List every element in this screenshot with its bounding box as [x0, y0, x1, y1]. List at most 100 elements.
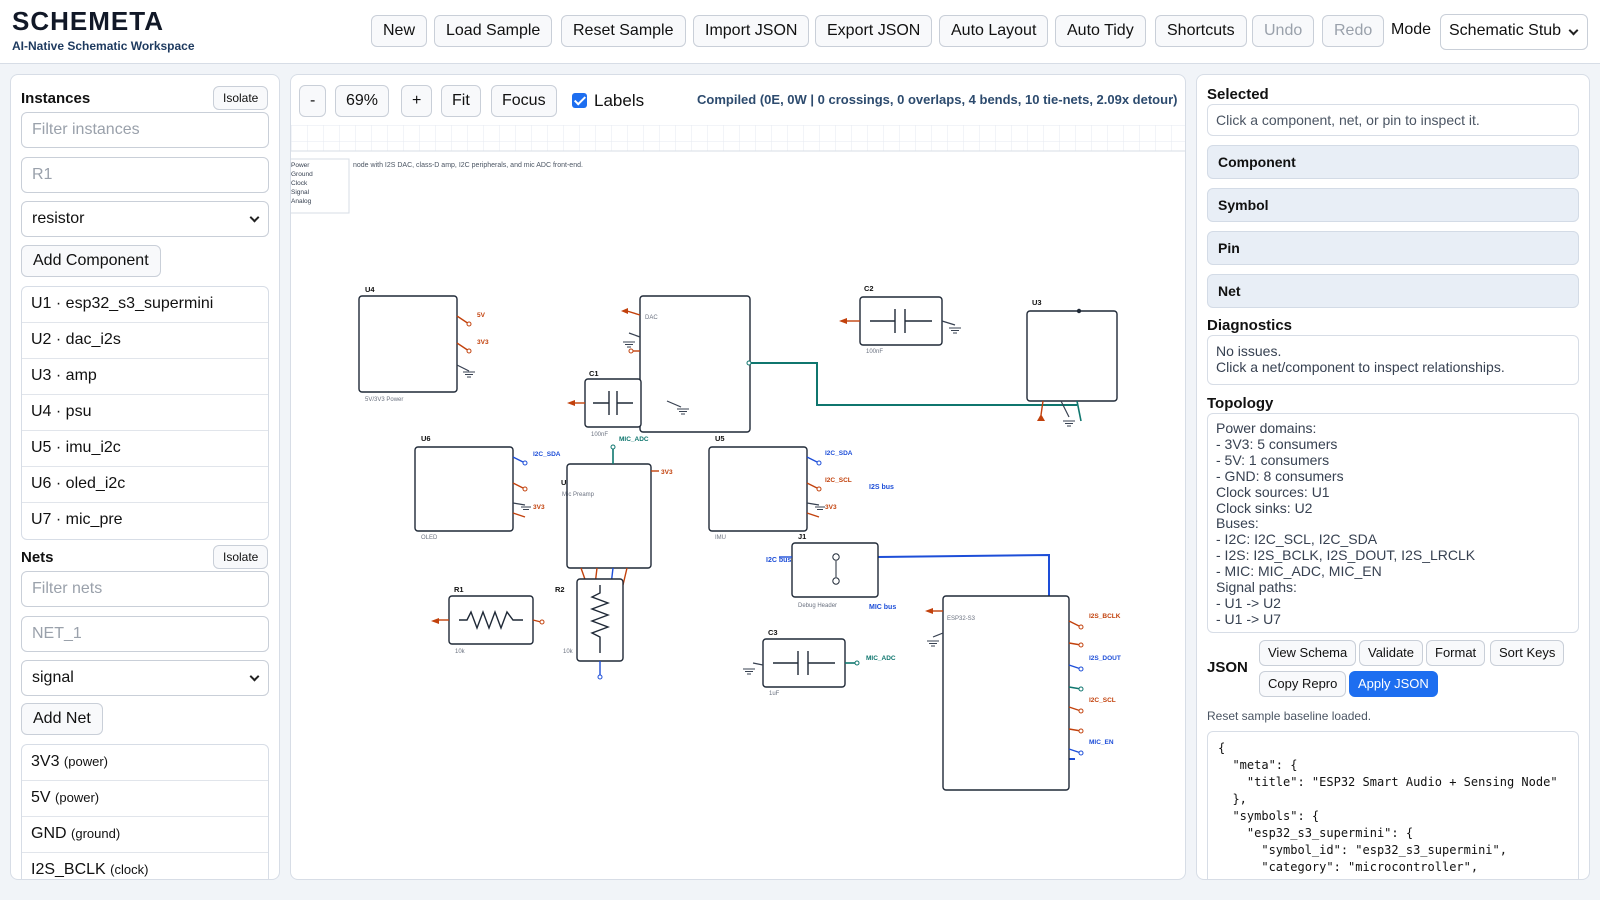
zoom-in-button[interactable]: + — [401, 85, 433, 117]
isolate-nets-button[interactable]: Isolate — [213, 545, 269, 569]
diagnostics-title: Diagnostics — [1207, 317, 1293, 334]
instance-item[interactable]: U3 · amp — [22, 359, 268, 395]
app-title: SCHEMETA — [12, 6, 164, 36]
u1-mic-en-label: MIC_EN — [1089, 739, 1114, 746]
symbol-section[interactable]: Symbol — [1207, 188, 1579, 222]
j1-value: Debug Header — [798, 603, 837, 609]
net-type-select[interactable]: signal — [21, 660, 269, 696]
load-sample-button[interactable]: Load Sample — [434, 15, 553, 47]
net-item[interactable]: 5V (power) — [22, 781, 268, 817]
undo-button[interactable]: Undo — [1252, 15, 1315, 47]
topology-line: - U1 -> U7 — [1216, 610, 1281, 627]
mode-select-value: Schematic Stub — [1449, 22, 1562, 39]
sort-keys-button[interactable]: Sort Keys — [1490, 640, 1565, 666]
validate-button[interactable]: Validate — [1359, 640, 1424, 666]
instance-item[interactable]: U1 · esp32_s3_supermini — [22, 287, 268, 323]
legend-analog: Analog — [291, 198, 312, 205]
u4-body[interactable] — [358, 295, 458, 393]
topology-line: - MIC: MIC_ADC, MIC_EN — [1216, 563, 1382, 580]
u1-i2s-dout-label: I2S_DOUT — [1089, 655, 1121, 662]
pin-section[interactable]: Pin — [1207, 231, 1579, 265]
instance-item[interactable]: U4 · psu — [22, 395, 268, 431]
legend-ground: Ground — [291, 171, 313, 178]
u3-body[interactable] — [1026, 310, 1118, 402]
u7-ref: U7 — [561, 478, 571, 487]
net-item[interactable]: 3V3 (power) — [22, 745, 268, 781]
u4-5v-label: 5V — [477, 312, 486, 319]
shortcuts-button[interactable]: Shortcuts — [1155, 15, 1247, 47]
copy-repro-button[interactable]: Copy Repro — [1259, 671, 1347, 697]
topology-line: Clock sinks: U2 — [1216, 499, 1313, 516]
net-section[interactable]: Net — [1207, 274, 1579, 308]
add-component-button[interactable]: Add Component — [21, 245, 161, 277]
u1-body[interactable] — [942, 595, 1070, 791]
import-json-button[interactable]: Import JSON — [693, 15, 810, 47]
export-json-button[interactable]: Export JSON — [815, 15, 933, 47]
mode-select[interactable]: Schematic Stub — [1440, 14, 1588, 50]
redo-button[interactable]: Redo — [1322, 15, 1385, 47]
new-button[interactable]: New — [371, 15, 428, 47]
focus-button[interactable]: Focus — [491, 85, 557, 117]
filter-instances-input[interactable]: Filter instances — [21, 112, 269, 148]
schematic-canvas[interactable]: Power Ground Clock Signal Analog node wi… — [291, 125, 1186, 880]
u5-body[interactable] — [708, 446, 808, 532]
json-editor[interactable]: { "meta": { "title": "ESP32 Smart Audio … — [1207, 731, 1579, 879]
topology-line: Buses: — [1216, 515, 1259, 532]
instance-item[interactable]: U5 · imu_i2c — [22, 431, 268, 467]
instance-ref-input[interactable]: R1 — [21, 157, 269, 193]
format-button[interactable]: Format — [1426, 640, 1486, 666]
u1-i2s-bclk-label: I2S_BCLK — [1089, 613, 1121, 620]
reset-sample-button[interactable]: Reset Sample — [561, 15, 686, 47]
u2-value: DAC — [645, 315, 658, 321]
apply-json-button[interactable]: Apply JSON — [1349, 671, 1438, 697]
instances-title: Instances — [21, 90, 91, 107]
topology-title: Topology — [1207, 395, 1274, 412]
diagnostics-box: No issues. Click a net/component to insp… — [1207, 335, 1579, 385]
labels-checkbox[interactable] — [572, 93, 587, 108]
legend-signal: Signal — [291, 189, 310, 196]
zoom-out-button[interactable]: - — [299, 85, 327, 117]
compile-status: Compiled (0E, 0W | 0 crossings, 0 overla… — [697, 92, 1178, 107]
c1-value: 100nF — [591, 432, 608, 438]
topology-line: - GND: 8 consumers — [1216, 467, 1344, 484]
component-type-select[interactable]: resistor — [21, 201, 269, 237]
fit-button[interactable]: Fit — [441, 85, 481, 117]
instance-item[interactable]: U7 · mic_pre — [31, 511, 123, 528]
topology-line: Signal paths: — [1216, 579, 1297, 596]
mic-bus-label: MIC bus — [869, 604, 896, 611]
net-item[interactable]: I2S_BCLK (clock) — [22, 853, 268, 879]
instances-list: U1 · esp32_s3_supermini U2 · dac_i2s U3 … — [21, 286, 269, 540]
net-kind: (ground) — [71, 826, 121, 841]
auto-tidy-button[interactable]: Auto Tidy — [1055, 15, 1146, 47]
u5-sda-label: I2C_SDA — [825, 450, 853, 457]
instance-item[interactable]: U2 · dac_i2s — [22, 323, 268, 359]
topology-line: - I2S: I2S_BCLK, I2S_DOUT, I2S_LRCLK — [1216, 547, 1476, 564]
j1-body[interactable] — [791, 542, 879, 598]
instance-item[interactable]: U6 · oled_i2c — [22, 467, 268, 503]
topology-line: Clock sources: U1 — [1216, 483, 1330, 500]
u7-body[interactable] — [566, 463, 652, 569]
u7-3v3-label: 3V3 — [661, 469, 673, 476]
zoom-level-display: 69% — [335, 85, 390, 117]
left-panel: Instances Isolate Filter instances R1 re… — [10, 74, 280, 880]
auto-layout-button[interactable]: Auto Layout — [939, 15, 1049, 47]
mode-label: Mode — [1391, 21, 1432, 38]
u4-value: 5V/3V3 Power — [365, 397, 403, 403]
u6-body[interactable] — [414, 446, 514, 532]
view-schema-button[interactable]: View Schema — [1259, 640, 1357, 666]
topology-line: - 3V3: 5 consumers — [1216, 435, 1338, 452]
u6-sda-label: I2C_SDA — [533, 451, 561, 458]
u7-value: Mic Preamp — [562, 492, 595, 498]
app-subtitle: AI-Native Schematic Workspace — [12, 39, 195, 53]
add-net-button[interactable]: Add Net — [21, 703, 103, 735]
r2-value: 10k — [563, 649, 574, 655]
topology-line: Power domains: — [1216, 420, 1317, 436]
isolate-instances-button[interactable]: Isolate — [213, 86, 269, 110]
net-item[interactable]: GND (ground) — [22, 817, 268, 853]
c3-mic-adc-label: MIC_ADC — [866, 655, 896, 662]
component-section[interactable]: Component — [1207, 145, 1579, 179]
filter-nets-input[interactable]: Filter nets — [21, 571, 269, 607]
net-name-input[interactable]: NET_1 — [21, 616, 269, 652]
r1-ref: R1 — [454, 585, 464, 594]
json-status: Reset sample baseline loaded. — [1207, 709, 1372, 723]
